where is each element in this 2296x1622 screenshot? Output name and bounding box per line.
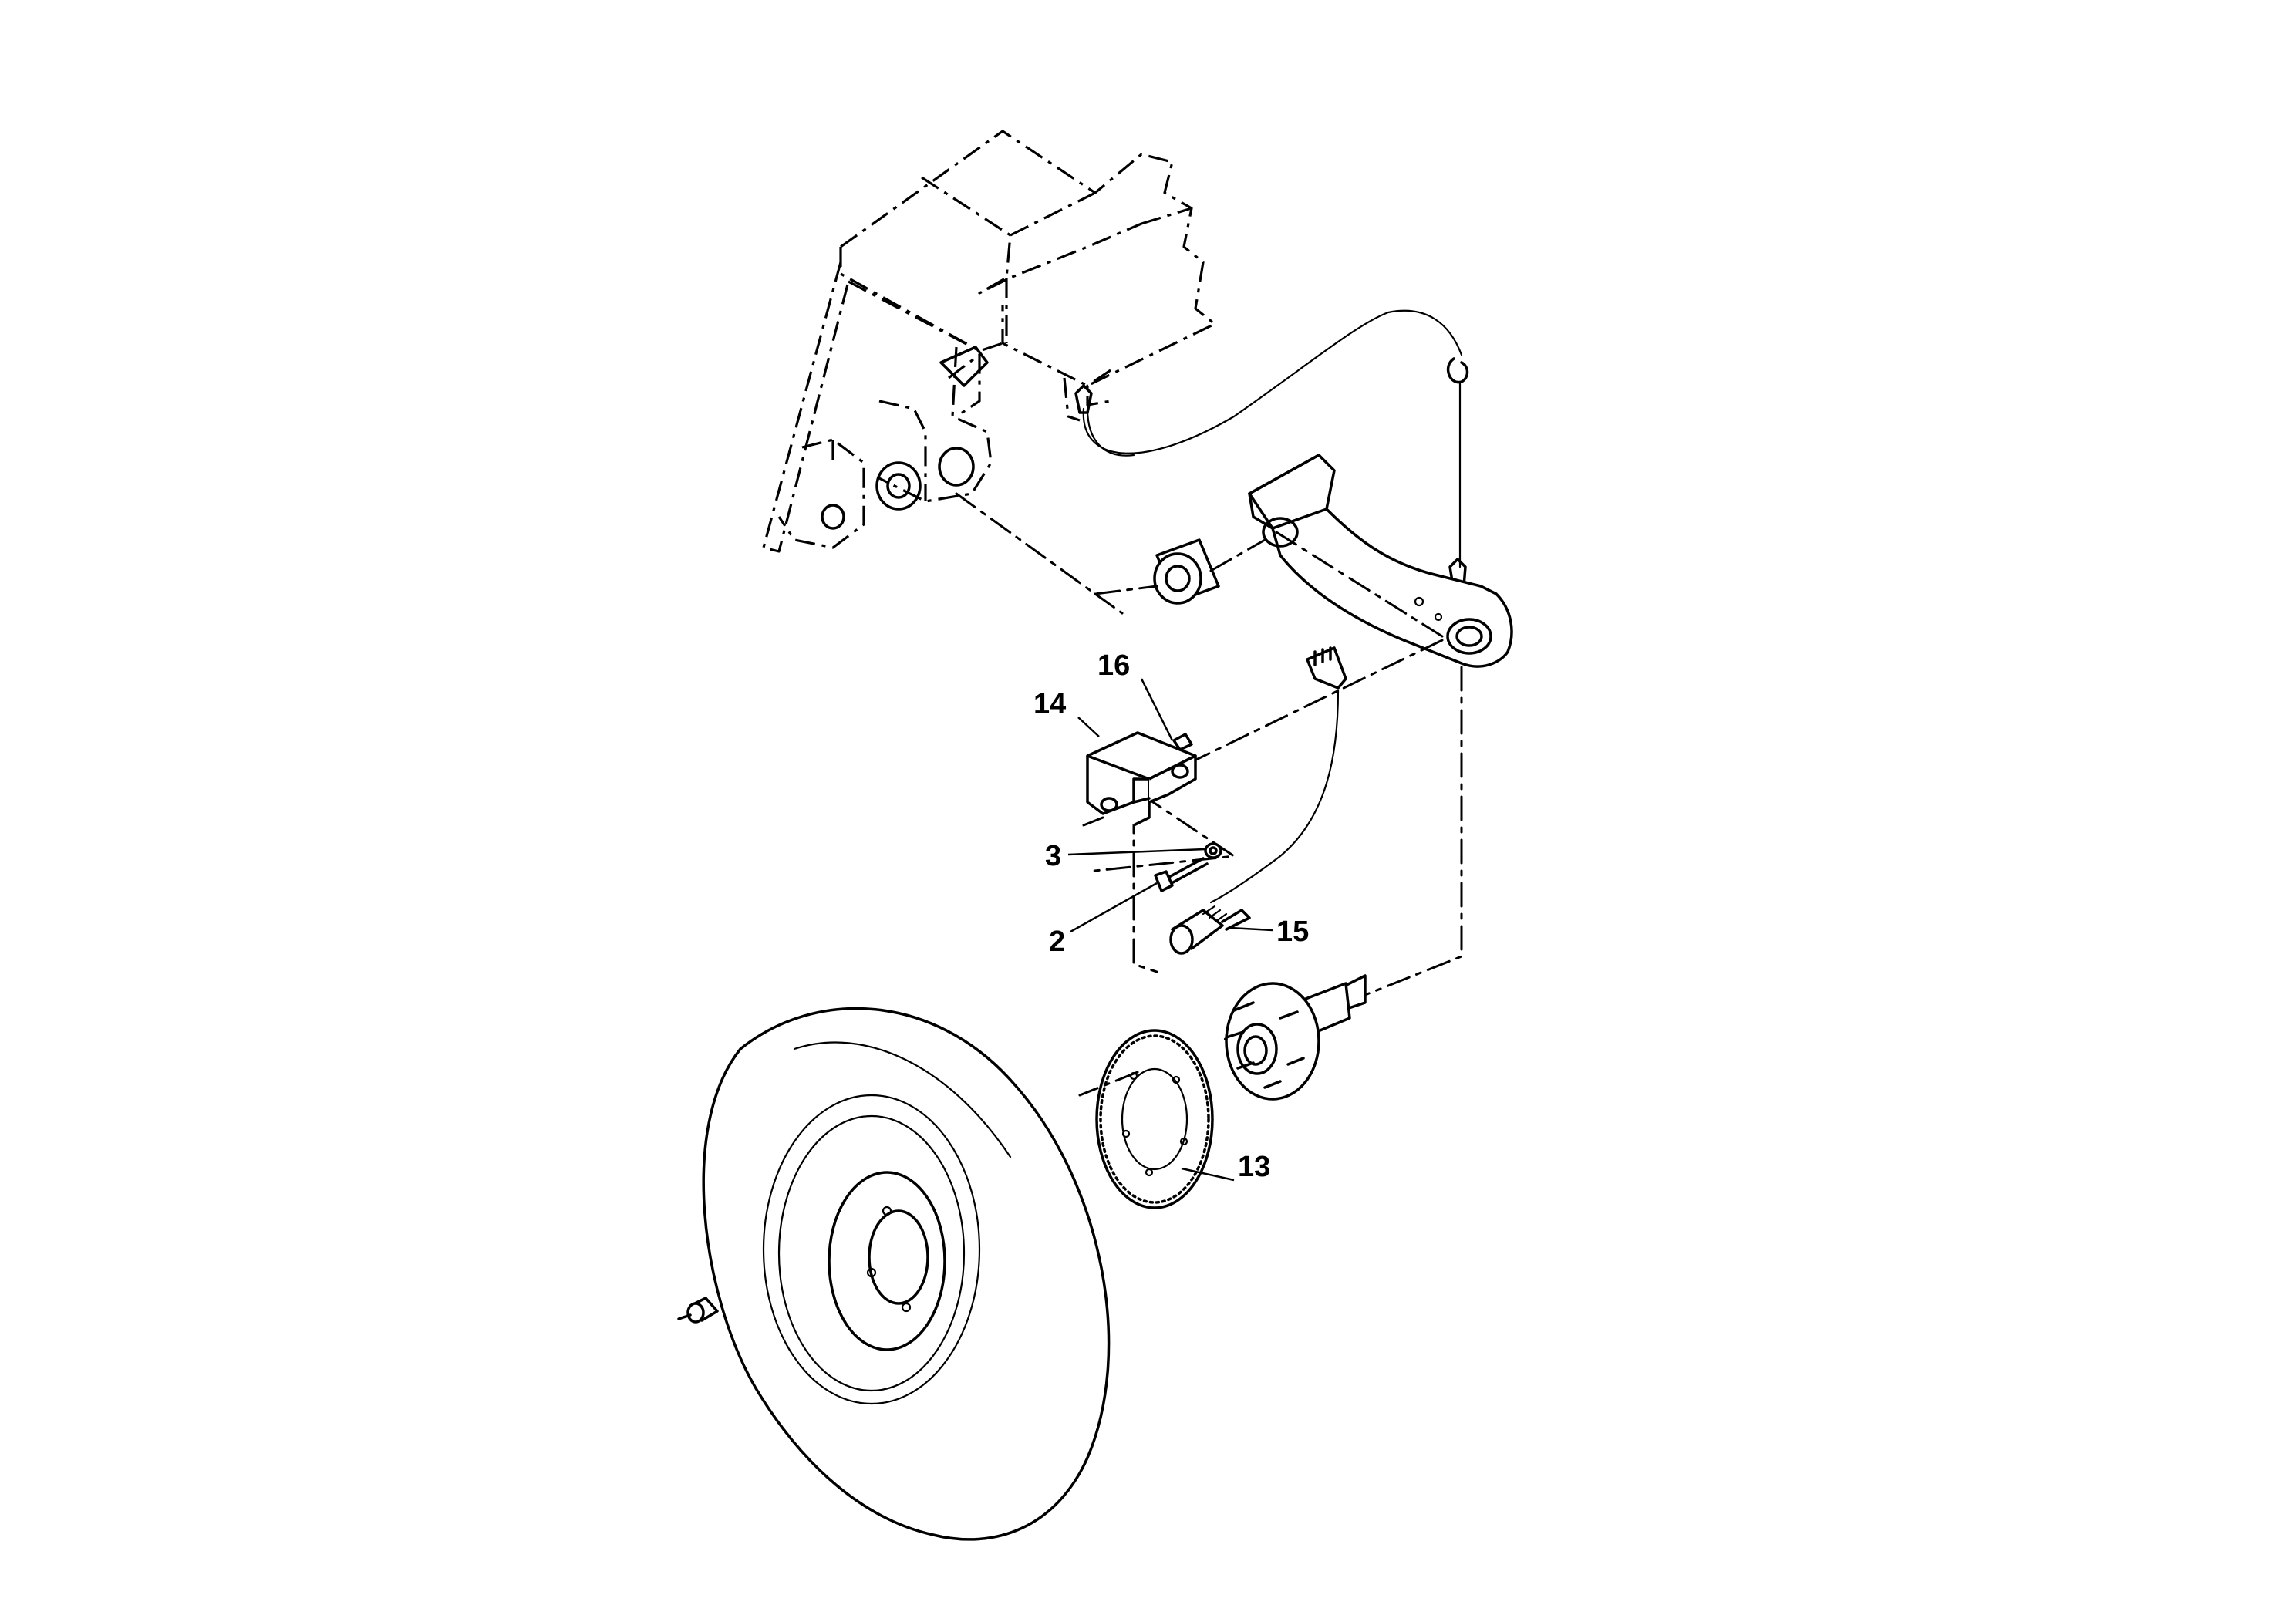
cable-clip-bracket	[1209, 646, 1347, 904]
part-label-15: 15	[1276, 916, 1309, 948]
speed-sensor	[1169, 905, 1251, 955]
bolt-and-washer	[1154, 842, 1222, 892]
wheel-nut	[677, 1297, 719, 1324]
wheel-hub	[1225, 974, 1367, 1101]
sensor-cable-upper	[1074, 309, 1469, 588]
leader-lines	[1067, 678, 1273, 1182]
part-label-2: 2	[1049, 926, 1065, 958]
machine-frame-phantom	[762, 130, 1216, 553]
pivot-bushing	[1153, 538, 1220, 605]
swing-arm	[1248, 454, 1513, 668]
part-label-16: 16	[1097, 649, 1130, 682]
part-label-3: 3	[1045, 840, 1061, 872]
part-label-13: 13	[1238, 1151, 1270, 1183]
wheel-tire	[702, 1007, 1111, 1541]
tone-ring	[1095, 1029, 1214, 1209]
part-label-14: 14	[1033, 688, 1066, 720]
sensor-bracket	[1086, 731, 1197, 827]
